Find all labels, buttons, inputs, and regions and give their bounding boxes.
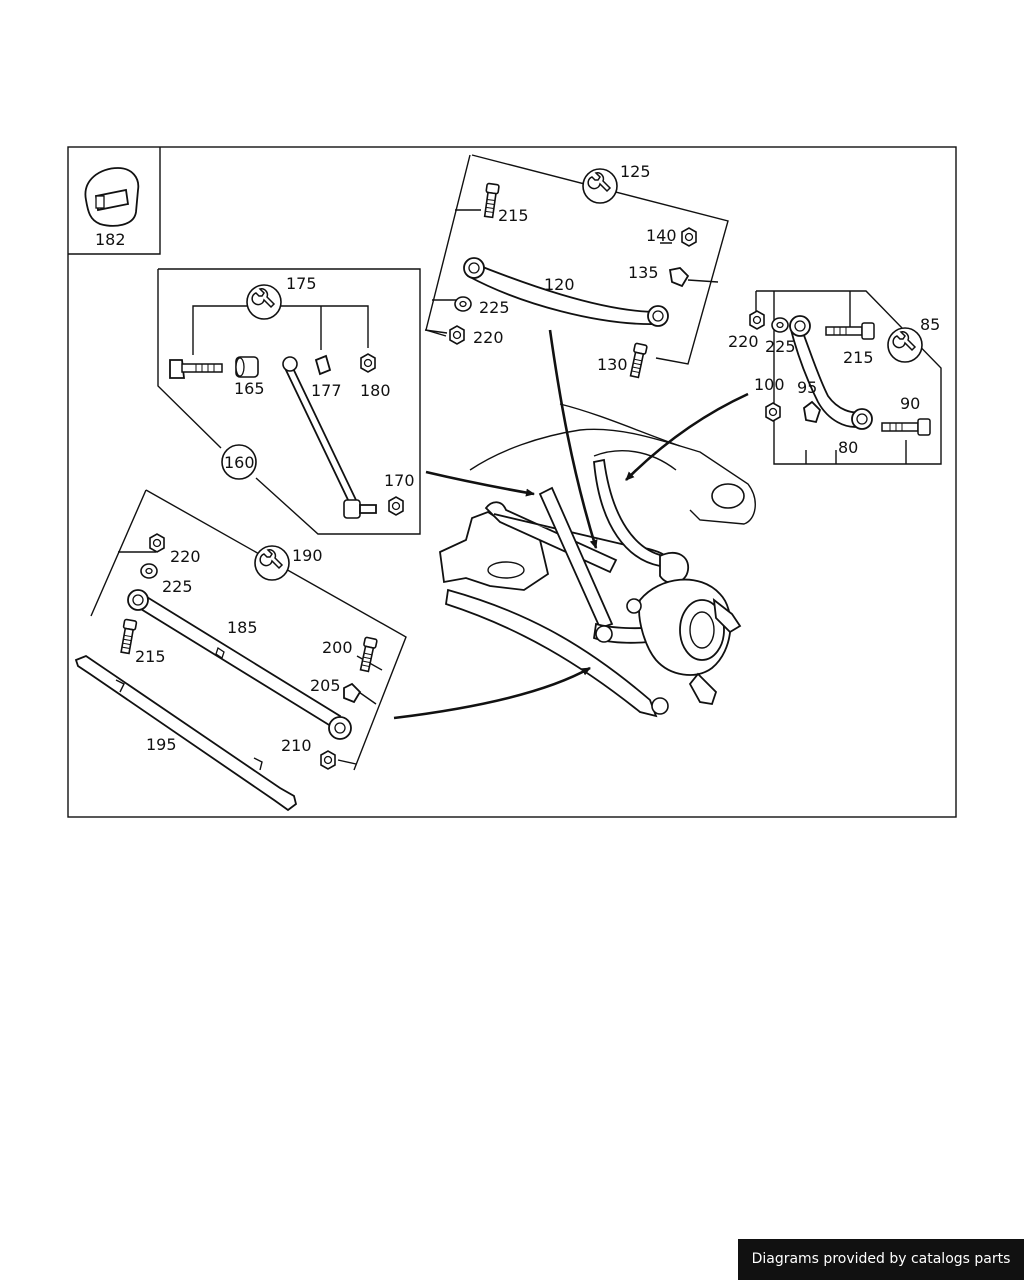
diagram-frame bbox=[67, 146, 957, 818]
callout-140: 140 bbox=[646, 226, 677, 245]
callout-85: 85 bbox=[920, 315, 940, 334]
group-125: 125 215 140 135 120 225 220 130 bbox=[424, 154, 729, 379]
callout-165: 165 bbox=[234, 379, 265, 398]
callout-195: 195 bbox=[146, 735, 177, 754]
callout-225b: 225 bbox=[765, 337, 796, 356]
callout-177: 177 bbox=[311, 381, 342, 400]
callout-225c: 225 bbox=[162, 577, 193, 596]
callout-190: 190 bbox=[292, 546, 323, 565]
callout-185: 185 bbox=[227, 618, 258, 637]
callout-200: 200 bbox=[322, 638, 353, 657]
group-190: 190 220 225 185 215 200 205 210 195 bbox=[74, 489, 407, 812]
callout-215a: 215 bbox=[498, 206, 529, 225]
callout-215c: 215 bbox=[135, 647, 166, 666]
callout-180: 180 bbox=[360, 381, 391, 400]
callout-215b: 215 bbox=[843, 348, 874, 367]
callout-90: 90 bbox=[900, 394, 920, 413]
callout-160-circle bbox=[221, 444, 257, 480]
callout-130: 130 bbox=[597, 355, 628, 374]
callout-220c: 220 bbox=[170, 547, 201, 566]
callout-80: 80 bbox=[838, 438, 858, 457]
callout-170: 170 bbox=[384, 471, 415, 490]
callout-175: 175 bbox=[286, 274, 317, 293]
callout-182: 182 bbox=[95, 230, 126, 249]
group-160: 160 175 165 177 180 170 bbox=[157, 268, 421, 535]
inset-182: 182 bbox=[68, 147, 161, 255]
callout-160: 160 bbox=[224, 453, 255, 472]
callout-125: 125 bbox=[620, 162, 651, 181]
credit-label: Diagrams provided by catalogs parts bbox=[738, 1239, 1024, 1280]
callout-100: 100 bbox=[754, 375, 785, 394]
callout-220a: 220 bbox=[473, 328, 504, 347]
callout-220b: 220 bbox=[728, 332, 759, 351]
callout-95: 95 bbox=[797, 378, 817, 397]
callout-135: 135 bbox=[628, 263, 659, 282]
callout-205: 205 bbox=[310, 676, 341, 695]
subframe-assembly bbox=[439, 403, 756, 718]
group-85: 85 220 225 80 215 100 95 90 bbox=[728, 290, 942, 465]
pointer-arrows bbox=[393, 329, 749, 720]
callout-120: 120 bbox=[544, 275, 575, 294]
callout-210: 210 bbox=[281, 736, 312, 755]
callout-225a: 225 bbox=[479, 298, 510, 317]
